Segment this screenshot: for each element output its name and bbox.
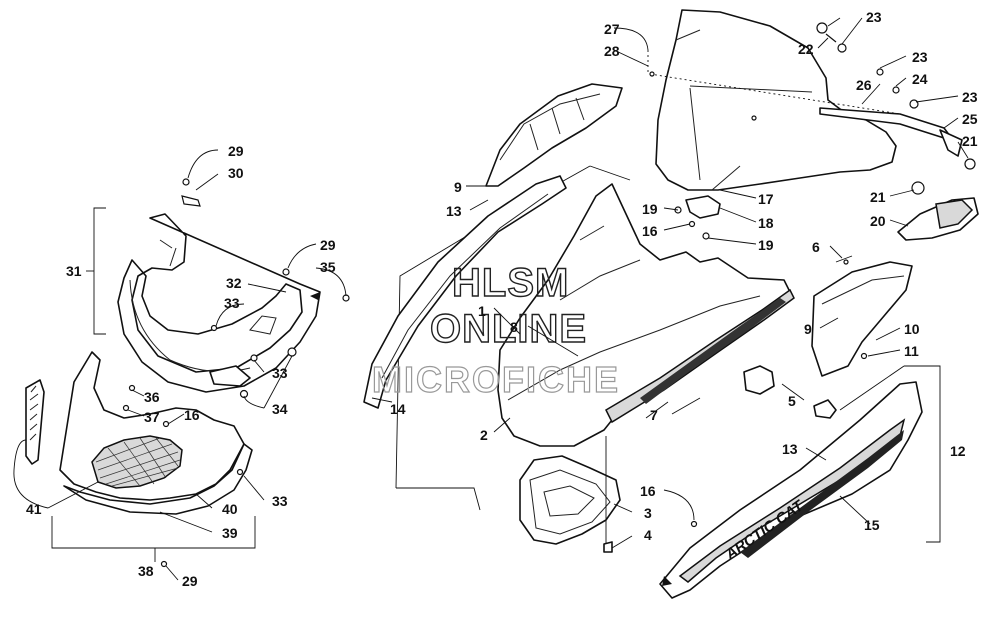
callout-9: 9: [454, 179, 462, 195]
callout-8: 8: [510, 319, 518, 335]
callout-26: 26: [856, 77, 872, 93]
callout-4: 4: [644, 527, 652, 543]
watermark-line-2: ONLINE: [430, 307, 587, 351]
grille-mesh: [91, 435, 183, 489]
side-rail-left: [363, 175, 567, 409]
callout-29: 29: [228, 143, 244, 159]
callout-15: 15: [864, 517, 880, 533]
callout-38: 38: [138, 563, 154, 579]
mirror-glass: [935, 199, 974, 229]
callout-40: 40: [222, 501, 238, 517]
watermark-line-1: HLSM: [452, 261, 569, 305]
headlight-bracket: [603, 541, 613, 553]
callout-labels: 29 30 31 29 35 32 33 33 34 36 37 16 33 4…: [26, 9, 978, 589]
callout-21: 21: [962, 133, 978, 149]
callout-28: 28: [604, 43, 620, 59]
callout-14: 14: [390, 401, 406, 417]
callout-33: 33: [272, 493, 288, 509]
bracket-12: [904, 365, 941, 543]
callout-19: 19: [758, 237, 774, 253]
upper-nose-piece: [117, 213, 321, 393]
callout-24: 24: [912, 71, 928, 87]
windshield-hinge: [685, 195, 721, 219]
lower-nose-lip: [63, 443, 253, 515]
callout-16: 16: [642, 223, 658, 239]
callout-19: 19: [642, 201, 658, 217]
callout-33: 33: [224, 295, 240, 311]
callout-1: 1: [478, 303, 486, 319]
callout-36: 36: [144, 389, 160, 405]
windshield-hardware: [649, 22, 976, 195]
callout-27: 27: [604, 21, 620, 37]
callout-33: 33: [272, 365, 288, 381]
callout-9: 9: [804, 321, 812, 337]
callout-30: 30: [228, 165, 244, 181]
callout-18: 18: [758, 215, 774, 231]
callout-23: 23: [912, 49, 928, 65]
callout-10: 10: [904, 321, 920, 337]
callout-13: 13: [446, 203, 462, 219]
nose-bracket: [209, 365, 251, 387]
callout-34: 34: [272, 401, 288, 417]
callout-35: 35: [320, 259, 336, 275]
callout-37: 37: [144, 409, 160, 425]
callout-7: 7: [650, 407, 658, 423]
bracket-38: [51, 516, 256, 549]
callout-41: 41: [26, 501, 42, 517]
brace-end: [939, 129, 963, 157]
callout-13: 13: [782, 441, 798, 457]
windshield: [655, 9, 897, 191]
bracket-31: [93, 207, 106, 335]
callout-16: 16: [184, 407, 200, 423]
callout-25: 25: [962, 111, 978, 127]
side-strip: [25, 379, 45, 465]
callout-23: 23: [962, 89, 978, 105]
watermark-line-3: MICROFICHE: [372, 359, 620, 400]
callout-29: 29: [320, 237, 336, 253]
fastener-clip: [813, 399, 837, 419]
callout-11: 11: [904, 343, 919, 359]
callout-29: 29: [182, 573, 198, 589]
callout-3: 3: [644, 505, 652, 521]
leader-lines: [13, 17, 969, 581]
top-side-cap: [485, 83, 623, 187]
main-hood: [497, 183, 793, 447]
grille-hatch: [95, 437, 181, 487]
callout-16: 16: [640, 483, 656, 499]
callout-22: 22: [798, 41, 814, 57]
callout-17: 17: [758, 191, 774, 207]
callout-21: 21: [870, 189, 886, 205]
callout-2: 2: [480, 427, 488, 443]
vent-piece: [743, 365, 775, 395]
callout-31: 31: [66, 263, 82, 279]
callout-39: 39: [222, 525, 238, 541]
callout-5: 5: [788, 393, 796, 409]
callout-23: 23: [866, 9, 882, 25]
side-panel-right-upper: [811, 261, 913, 377]
headlight-housing: [519, 455, 621, 545]
callout-12: 12: [950, 443, 966, 459]
callout-32: 32: [226, 275, 242, 291]
callout-6: 6: [812, 239, 820, 255]
callout-20: 20: [870, 213, 886, 229]
